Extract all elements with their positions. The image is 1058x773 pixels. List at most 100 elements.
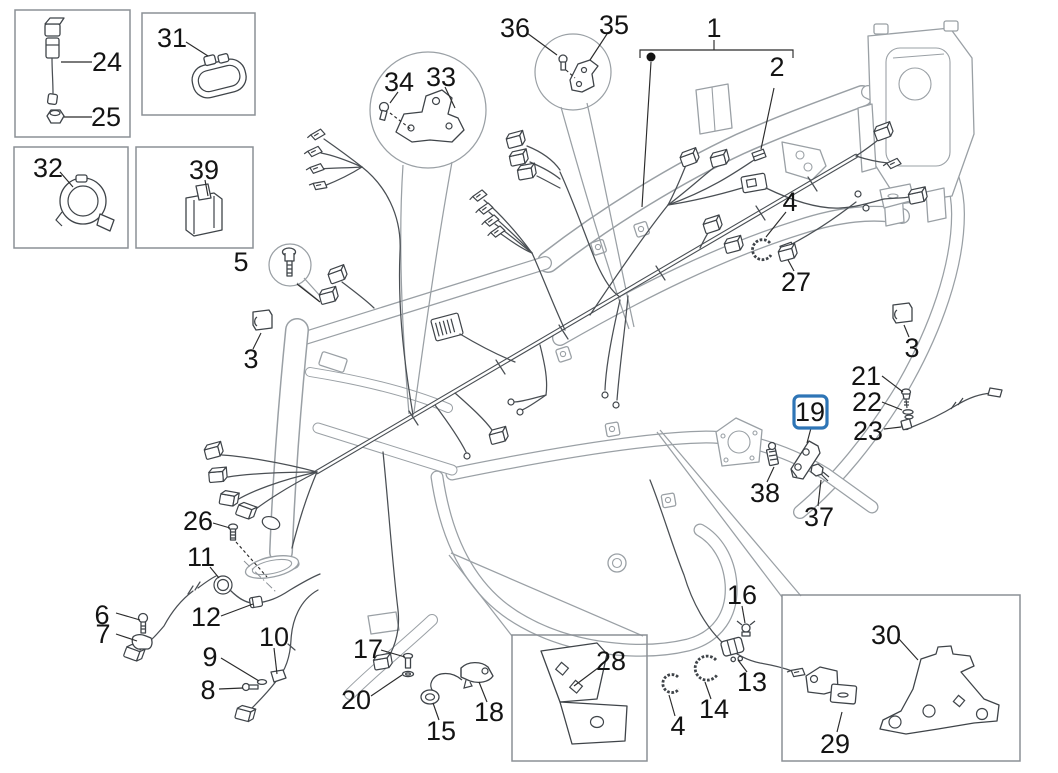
leader-1-dot (646, 52, 656, 62)
balloon-33-34 (369, 51, 487, 169)
part-37-bolt (810, 463, 830, 482)
leader-13 (737, 659, 748, 673)
leader-31 (185, 41, 209, 57)
callout-22[interactable]: 22 (852, 387, 882, 417)
part-25-nut (46, 109, 65, 124)
callout-4-top[interactable]: 4 (782, 187, 797, 217)
leader-32 (59, 171, 74, 188)
leader-33 (444, 86, 456, 109)
callout-28[interactable]: 28 (596, 646, 626, 676)
part-16-clamp-nut (736, 620, 756, 637)
inset-boxes (13, 9, 1021, 762)
leader-28 (573, 667, 599, 687)
part-artwork (44, 17, 1003, 745)
callout-18[interactable]: 18 (474, 697, 504, 727)
leader-30 (898, 638, 919, 661)
callout-20[interactable]: 20 (341, 685, 371, 715)
callout-14[interactable]: 14 (699, 694, 729, 724)
callout-19-highlighted[interactable]: 19 (792, 394, 829, 430)
leader-3-left (252, 332, 262, 350)
part-33-bracket (395, 89, 465, 143)
part-21-screw (900, 388, 912, 409)
leader-36 (526, 32, 558, 56)
part-17-screw (402, 652, 414, 669)
callout-21[interactable]: 21 (851, 361, 881, 391)
leader-39 (204, 179, 209, 197)
relay-connector (740, 172, 768, 194)
callout-4-bottom[interactable]: 4 (670, 711, 685, 741)
leader-22 (881, 401, 903, 411)
inset-box-39 (135, 146, 254, 249)
wedge-box28-right (450, 552, 644, 637)
callout-39[interactable]: 39 (189, 155, 219, 185)
part-35-bracket (569, 59, 599, 93)
callout-25[interactable]: 25 (91, 102, 121, 132)
highlight-box-19 (792, 394, 829, 430)
callout-26[interactable]: 26 (183, 506, 213, 536)
inset-box-31 (141, 12, 256, 116)
callout-30[interactable]: 30 (871, 620, 901, 650)
leader-21 (881, 375, 904, 393)
part-4-circlip-top (751, 238, 773, 262)
leader-2 (760, 87, 775, 150)
part-38-bracket (765, 441, 780, 467)
leader-12 (220, 603, 254, 617)
callout-29[interactable]: 29 (820, 729, 850, 759)
part-8-screw (241, 682, 259, 692)
callout-11[interactable]: 11 (187, 542, 215, 572)
callout-8[interactable]: 8 (200, 675, 215, 705)
callout-23[interactable]: 23 (853, 416, 883, 446)
balloon-35-36 (534, 33, 612, 111)
callout-32[interactable]: 32 (33, 153, 63, 183)
leader-1-bracket (639, 49, 794, 58)
callout-38[interactable]: 38 (750, 478, 780, 508)
leader-4-bottom (668, 694, 676, 717)
leader-37 (817, 479, 822, 507)
leader-8 (218, 687, 244, 690)
callout-5[interactable]: 5 (233, 247, 248, 277)
centerline-dashdot (243, 560, 277, 593)
part-13-clamp (720, 636, 745, 663)
relay-box (430, 312, 464, 342)
callout-19[interactable]: 19 (795, 397, 825, 427)
inset-pointer-wedges (448, 429, 802, 637)
part-6-screw (137, 612, 149, 634)
part-3-clip-left (252, 309, 273, 331)
part-22-washer (902, 409, 914, 420)
callout-27[interactable]: 27 (781, 267, 811, 297)
callout-16[interactable]: 16 (727, 580, 757, 610)
wedge-box2930-right (659, 429, 802, 597)
wedge-box28-left (448, 554, 513, 637)
leader-7 (115, 633, 138, 642)
callout-12[interactable]: 12 (191, 602, 221, 632)
inset-box-24-25 (14, 9, 131, 138)
callout-35[interactable]: 35 (599, 10, 629, 40)
callout-2[interactable]: 2 (769, 52, 784, 82)
callout-6[interactable]: 6 (94, 600, 109, 630)
callout-36[interactable]: 36 (500, 13, 530, 43)
callout-3-left[interactable]: 3 (243, 344, 258, 374)
part-3-clip-right (892, 302, 913, 324)
callout-3-right[interactable]: 3 (904, 333, 919, 363)
part-29-bracket (805, 666, 858, 705)
part-31-connector (191, 53, 247, 99)
callout-7[interactable]: 7 (95, 619, 110, 649)
part-15-clamp (420, 672, 463, 705)
callout-34[interactable]: 34 (384, 67, 414, 97)
callout-15[interactable]: 15 (426, 716, 456, 746)
callout-1[interactable]: 1 (706, 13, 721, 43)
callout-37[interactable]: 37 (804, 502, 834, 532)
balloon-5 (268, 243, 312, 287)
callout-10[interactable]: 10 (259, 622, 289, 652)
callout-17[interactable]: 17 (353, 634, 383, 664)
callout-13[interactable]: 13 (737, 667, 767, 697)
callout-31[interactable]: 31 (157, 23, 187, 53)
leader-11 (209, 566, 220, 579)
part-24-sensor-cable (44, 17, 65, 106)
leader-20 (370, 674, 403, 697)
callout-9[interactable]: 9 (202, 642, 217, 672)
leader-18 (478, 681, 488, 703)
leader-14 (704, 681, 712, 700)
callout-24[interactable]: 24 (92, 47, 122, 77)
callout-33[interactable]: 33 (426, 62, 456, 92)
